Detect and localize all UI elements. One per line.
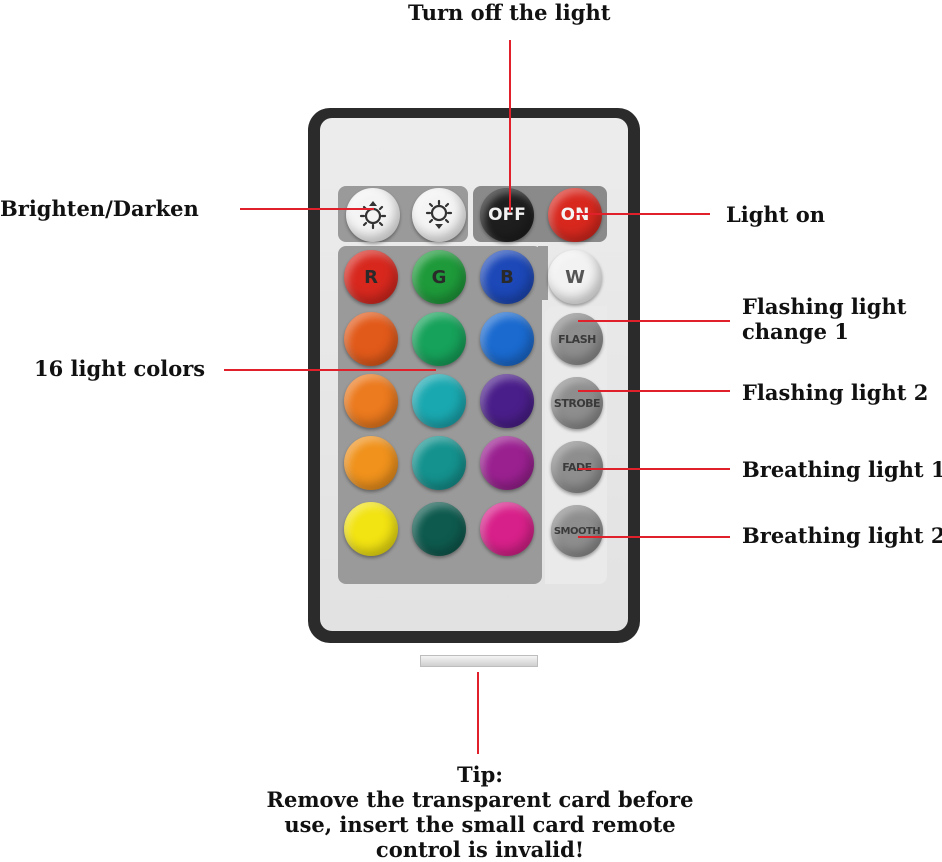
strobe-button-label: STROBE: [554, 397, 600, 410]
brighten-button[interactable]: [346, 188, 400, 242]
wire-flash-2: [578, 390, 730, 392]
wire-turn-off: [509, 40, 511, 212]
color-panel-top-ext: [538, 246, 548, 300]
color-pink-button[interactable]: [480, 502, 534, 556]
blue-button[interactable]: B: [480, 250, 534, 304]
off-button-label: OFF: [488, 205, 526, 225]
fade-button[interactable]: FADE: [551, 441, 603, 493]
smooth-button-label: SMOOTH: [554, 526, 600, 537]
wire-brighten: [240, 208, 374, 210]
label-16-colors: 16 light colors: [34, 356, 205, 381]
label-brighten-darken: Brighten/Darken: [0, 196, 199, 221]
color-yellow-button[interactable]: [344, 502, 398, 556]
color-orange-button[interactable]: [344, 374, 398, 428]
color-light-blue-button[interactable]: [480, 312, 534, 366]
label-flashing-change-1-b: change 1: [742, 319, 849, 344]
on-button[interactable]: ON: [548, 188, 602, 242]
sun-up-icon: [356, 198, 390, 232]
flash-button-label: FLASH: [558, 333, 596, 346]
sun-down-icon: [422, 198, 456, 232]
label-flashing-2: Flashing light 2: [742, 380, 928, 405]
tip-line-1: Remove the transparent card before: [240, 787, 720, 812]
red-button-label: R: [364, 267, 378, 288]
off-button[interactable]: OFF: [480, 188, 534, 242]
blue-button-label: B: [500, 267, 514, 288]
label-breathing-1: Breathing light 1: [742, 457, 942, 482]
label-breathing-2: Breathing light 2: [742, 523, 942, 548]
white-button-label: W: [565, 267, 585, 288]
wire-tip: [477, 672, 479, 754]
white-button[interactable]: W: [548, 250, 602, 304]
wire-flash-1: [578, 320, 730, 322]
wire-16-colors: [224, 369, 436, 371]
wire-light-on: [574, 213, 710, 215]
color-magenta-button[interactable]: [480, 436, 534, 490]
red-button[interactable]: R: [344, 250, 398, 304]
on-button-label: ON: [561, 205, 590, 225]
color-green-button[interactable]: [412, 312, 466, 366]
color-teal-button[interactable]: [412, 502, 466, 556]
fade-button-label: FADE: [562, 461, 591, 474]
tip-line-2: use, insert the small card remote: [240, 812, 720, 837]
color-cyan-button[interactable]: [412, 374, 466, 428]
wire-breathing-2: [578, 536, 730, 538]
label-flashing-change-1: Flashing light: [742, 294, 906, 319]
wire-breathing-1: [578, 468, 730, 470]
tip-title: Tip:: [240, 762, 720, 787]
green-button-label: G: [432, 267, 447, 288]
color-amber-button[interactable]: [344, 436, 398, 490]
tip-line-3: control is invalid!: [240, 837, 720, 862]
label-light-on: Light on: [726, 202, 825, 227]
color-purple-button[interactable]: [480, 374, 534, 428]
tip-block: Tip: Remove the transparent card before …: [240, 762, 720, 862]
battery-card-tab[interactable]: [420, 655, 538, 667]
color-orange-red-button[interactable]: [344, 312, 398, 366]
color-dark-cyan-button[interactable]: [412, 436, 466, 490]
label-turn-off: Turn off the light: [408, 0, 610, 25]
green-button[interactable]: G: [412, 250, 466, 304]
darken-button[interactable]: [412, 188, 466, 242]
strobe-button[interactable]: STROBE: [551, 377, 603, 429]
smooth-button[interactable]: SMOOTH: [551, 505, 603, 557]
